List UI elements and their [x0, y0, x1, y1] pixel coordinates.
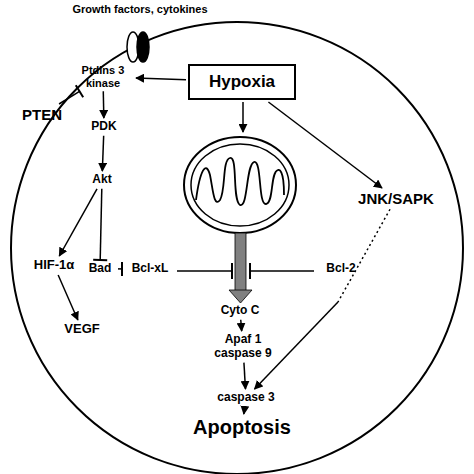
cytochrome-release-arrow	[229, 233, 252, 303]
node-text: PTEN	[16, 106, 68, 123]
ligand-label: Growth factors, cytokines	[30, 3, 250, 15]
node-text: VEGF	[54, 322, 110, 337]
node-text: Akt	[84, 173, 120, 187]
protein-node: HIF-1α	[22, 258, 86, 273]
protein-node: VEGF	[54, 322, 110, 337]
node-text: PDK	[84, 120, 124, 134]
node-text: Hypoxia	[209, 72, 275, 92]
node-text: HIF-1α	[22, 258, 86, 273]
activation-connector	[103, 91, 105, 118]
kinase-node: JNK/SAPK	[344, 190, 448, 207]
receptor-subunit	[137, 32, 149, 62]
activation-connector	[102, 136, 103, 171]
activation-connector	[243, 407, 245, 414]
stimulus-box: Hypoxia	[188, 64, 296, 100]
inhibition-connector	[59, 85, 83, 104]
node-text: Bcl-xL	[124, 262, 176, 276]
protein-node: Cyto C	[206, 304, 274, 318]
activation-connector	[240, 320, 242, 331]
outcome-node: Apoptosis	[176, 416, 308, 439]
node-text: PtdIns 3 kinase	[72, 64, 134, 89]
protein-node: Bad	[84, 262, 116, 276]
protein-node: PDK	[84, 120, 124, 134]
activation-connector	[59, 189, 97, 256]
node-text: Apaf 1 caspase 9	[204, 333, 282, 361]
cell-membrane	[11, 22, 463, 474]
node-text: JNK/SAPK	[344, 190, 448, 207]
activation-connector	[136, 78, 186, 80]
protein-node: Bcl-xL	[124, 262, 176, 276]
inhibition-connector	[118, 262, 122, 276]
node-text: Apoptosis	[176, 416, 308, 439]
node-text: Bcl-2	[316, 262, 366, 276]
activation-connector	[244, 363, 246, 389]
label-text: Growth factors, cytokines	[30, 3, 250, 15]
node-text: Bad	[84, 262, 116, 276]
protein-node: Apaf 1 caspase 9	[204, 333, 282, 361]
mitochondrion	[184, 137, 296, 233]
protein-node: caspase 3	[208, 391, 284, 405]
activation-connector	[255, 209, 391, 389]
node-text: caspase 3	[208, 391, 284, 405]
protein-node: Bcl-2	[316, 262, 366, 276]
activation-connector	[268, 102, 382, 188]
protein-node: PTEN	[16, 106, 68, 123]
enzyme-node: PtdIns 3 kinase	[72, 64, 134, 89]
inhibition-connector	[93, 189, 107, 260]
activation-connector	[58, 275, 78, 320]
protein-node: Akt	[84, 173, 120, 187]
node-text: Cyto C	[206, 304, 274, 318]
inhibition-line	[250, 263, 314, 279]
inhibition-line	[177, 263, 232, 279]
hypoxia-to-mitochondrion-arrow	[242, 102, 244, 132]
